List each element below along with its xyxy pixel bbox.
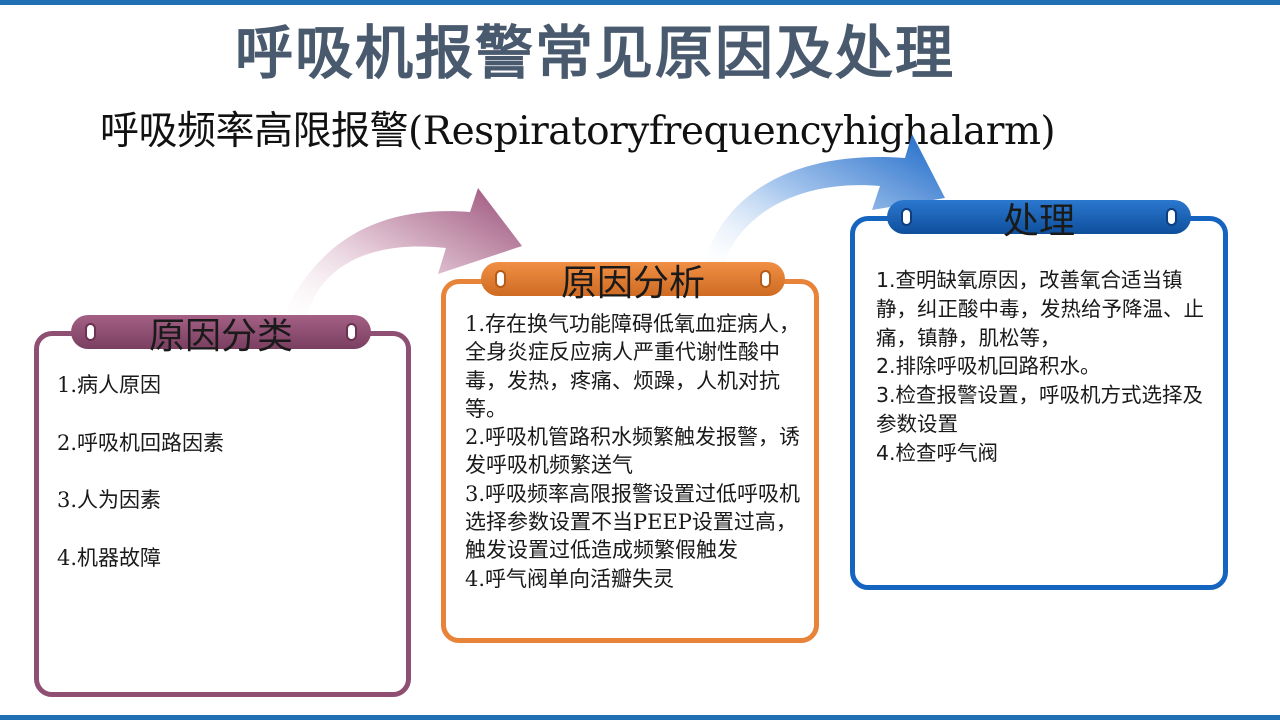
analysis-item: 2.呼吸机管路积水频繁触发报警，诱发呼吸机频繁送气	[465, 425, 801, 478]
category-item: 1.病人原因	[57, 373, 162, 397]
arrow-category-to-analysis	[285, 188, 522, 320]
category-item: 2.呼吸机回路因素	[57, 430, 225, 455]
banner-rivet-icon	[760, 270, 771, 288]
analysis-heading: 原因分析	[560, 263, 705, 304]
treatment-item: 2.排除呼吸机回路积水。	[876, 354, 1101, 379]
treatment-item: 1.查明缺氧原因，改善氧合适当镇静，纠正酸中毒，发热给予降温、止痛，镇静，肌松等…	[876, 268, 1204, 350]
category-banner: 原因分类	[71, 315, 371, 357]
treatment-item: 3.检查报警设置，呼吸机方式选择及参数设置	[876, 383, 1204, 436]
treatment-item: 4.检查呼气阀	[876, 440, 999, 465]
banner-rivet-icon	[495, 270, 506, 288]
analysis-card	[441, 279, 819, 643]
treatment-card	[850, 216, 1228, 590]
analysis-list: 1.存在换气功能障碍低氧血症病人，全身炎症反应病人严重代谢性酸中毒，发热，疼痛、…	[465, 310, 810, 593]
arrow-analysis-to-treatment	[705, 134, 945, 266]
banner-rivet-icon	[901, 208, 912, 226]
page-subtitle: 呼吸频率高限报警(Respiratoryfrequencyhighalarm)	[100, 109, 1056, 154]
treatment-heading: 处理	[1002, 201, 1075, 242]
treatment-list: 1.查明缺氧原因，改善氧合适当镇静，纠正酸中毒，发热给予降温、止痛，镇静，肌松等…	[876, 266, 1216, 468]
category-item: 4.机器故障	[57, 545, 162, 570]
analysis-item: 4.呼气阀单向活瓣失灵	[465, 566, 675, 591]
bottom-accent-bar	[0, 715, 1280, 720]
category-list: 1.病人原因 2.呼吸机回路因素 3.人为因素 4.机器故障	[57, 372, 397, 602]
top-accent-bar	[0, 0, 1280, 5]
analysis-item: 1.存在换气功能障碍低氧血症病人，全身炎症反应病人严重代谢性酸中毒，发热，疼痛、…	[465, 312, 801, 421]
category-item: 3.人为因素	[57, 488, 162, 512]
analysis-banner: 原因分析	[481, 262, 785, 304]
banner-rivet-icon	[85, 323, 96, 341]
banner-rivet-icon	[346, 323, 357, 341]
analysis-item: 3.呼吸频率高限报警设置过低呼吸机选择参数设置不当PEEP设置过高，触发设置过低…	[465, 481, 801, 563]
page-title: 呼吸机报警常见原因及处理	[234, 19, 955, 87]
treatment-banner: 处理	[887, 200, 1191, 242]
banner-rivet-icon	[1166, 208, 1177, 226]
category-heading: 原因分类	[148, 316, 293, 357]
